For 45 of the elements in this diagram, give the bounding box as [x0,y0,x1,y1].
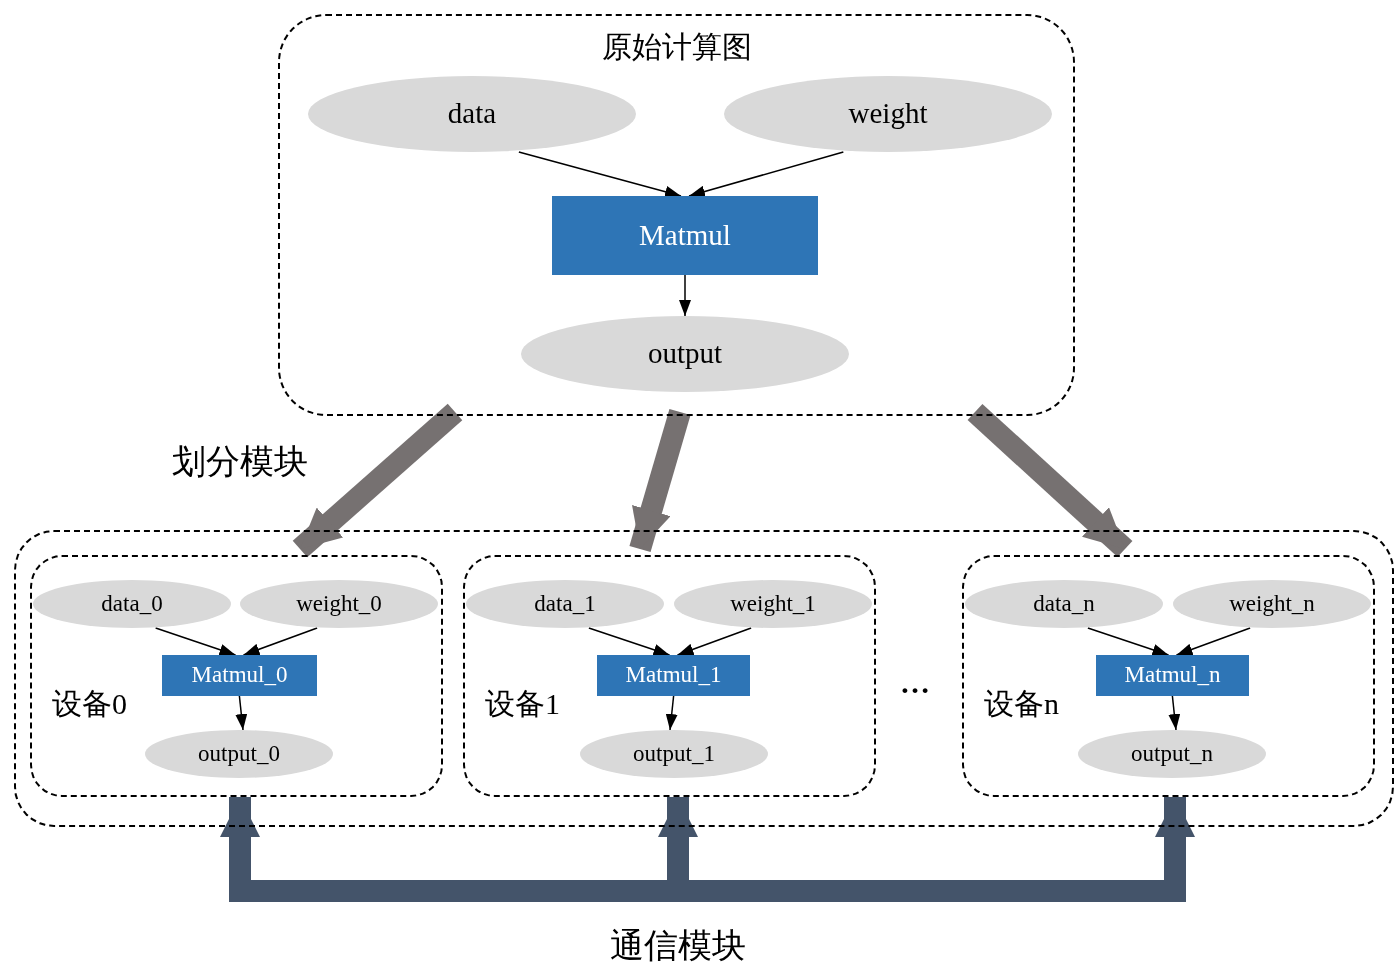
text-label: 划分模块 [172,442,308,482]
group-label: 原始计算图 [600,29,753,65]
group-label: 设备0 [52,686,127,722]
block-arrow [220,797,260,880]
bus-bar [229,880,1186,902]
tensor-ellipse: data_0 [33,580,231,628]
arrow [242,627,318,656]
tensor-ellipse: output_0 [145,730,333,778]
tensor-ellipse: output_1 [580,730,768,778]
tensor-ellipse: weight_n [1173,580,1371,628]
group-label: 设备1 [485,686,560,722]
arrow [676,627,752,656]
block-arrow [629,408,691,553]
operator-box: Matmul [552,196,818,275]
tensor-ellipse: output_n [1078,730,1266,778]
tensor-ellipse: data [308,76,636,152]
operator-box: Matmul_1 [597,655,750,696]
tensor-ellipse: weight [724,76,1052,152]
device-box [962,555,1375,797]
arrow [235,695,248,731]
text-label: … [900,665,930,701]
operator-box: Matmul_0 [162,655,317,696]
arrow [688,151,845,198]
block-arrow [967,403,1133,558]
tensor-ellipse: weight_1 [674,580,872,628]
arrow [154,627,237,656]
text-label: 通信模块 [610,926,746,963]
device-box [463,555,876,797]
arrow [1087,627,1170,656]
arrow [1175,627,1251,656]
tensor-ellipse: weight_0 [240,580,438,628]
arrow [588,627,671,656]
group-label: 设备n [984,686,1059,722]
device-box [30,555,443,797]
tensor-ellipse: output [521,316,849,392]
tensor-ellipse: data_n [965,580,1163,628]
tensor-ellipse: data_1 [466,580,664,628]
arrow [1168,695,1181,731]
arrow [679,274,691,317]
arrow [665,695,678,731]
arrow [518,151,682,198]
dashed-group-box [14,530,1394,827]
operator-box: Matmul_n [1096,655,1249,696]
block-arrow [292,403,463,558]
dashed-group-box [278,14,1075,416]
